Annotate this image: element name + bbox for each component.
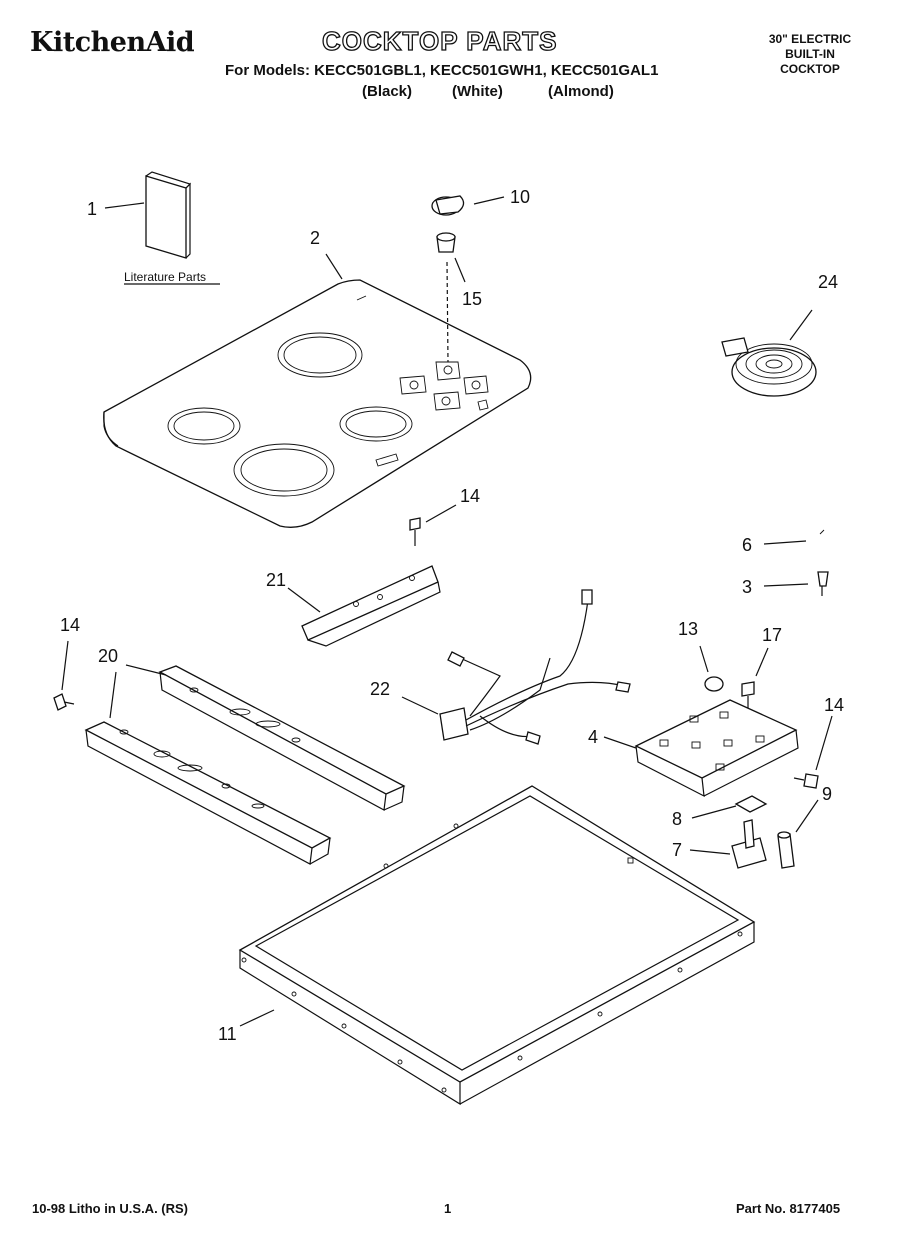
radiant-surface-element (721, 337, 817, 397)
leader-14c (815, 715, 833, 771)
screw-top (409, 517, 421, 546)
callout-2: 2 (310, 228, 320, 248)
leader-14b (61, 640, 69, 691)
leader-15 (454, 257, 466, 283)
callout-6: 6 (742, 535, 752, 555)
screw-part-17 (741, 681, 755, 708)
page-title: COCKTOP PARTS (321, 25, 558, 56)
literature-parts-label: Literature Parts (124, 270, 206, 284)
callout-1: 1 (87, 199, 97, 219)
leader-21 (287, 587, 321, 613)
switch-knob-insert (704, 676, 724, 692)
callout-20: 20 (98, 646, 118, 666)
callout-11: 11 (218, 1024, 237, 1044)
callout-21: 21 (266, 570, 286, 590)
leader-24 (789, 309, 813, 341)
side-rail-upper (158, 665, 406, 811)
switch-plate (734, 795, 768, 813)
product-line-2: BUILT-IN (785, 47, 835, 61)
screw-left (53, 693, 75, 711)
cooktop-glass (103, 279, 532, 528)
leader-10 (473, 196, 505, 205)
screw-part-3 (817, 571, 829, 596)
callout-4: 4 (588, 727, 598, 747)
leader-13 (699, 645, 709, 673)
burner-front (233, 443, 335, 497)
product-line-1: 30" ELECTRIC (768, 32, 852, 46)
footer-page-number: 1 (444, 1201, 452, 1216)
footer-part-number: Part No. 8177405 (736, 1201, 841, 1216)
cooktop-logo-plate (375, 453, 399, 467)
callout-10: 10 (510, 187, 530, 207)
callout-8: 8 (672, 809, 682, 829)
burner-rear-left (277, 332, 363, 378)
callout-22: 22 (370, 679, 390, 699)
leader-14a (425, 504, 457, 523)
callout-3: 3 (742, 577, 752, 597)
leader-8 (691, 805, 737, 819)
leader-2 (325, 253, 343, 280)
burner-front-left (167, 407, 241, 445)
screw-right (793, 773, 819, 789)
assembly-line-15 (446, 261, 449, 363)
side-rail-lower (84, 721, 332, 865)
leader-7 (689, 849, 731, 855)
models-line: For Models: KECC501GBL1, KECC501GWH1, KE… (225, 62, 659, 79)
callout-14a: 14 (460, 486, 480, 506)
callout-24: 24 (818, 272, 838, 292)
leader-3 (763, 583, 809, 587)
leader-6 (763, 540, 807, 545)
leader-20a (125, 664, 167, 676)
leader-11 (239, 1009, 275, 1027)
callout-9: 9 (822, 784, 832, 804)
leader-1 (104, 202, 145, 209)
callout-17: 17 (762, 625, 782, 645)
wire-harness (439, 589, 631, 745)
footer-print-info: 10-98 Litho in U.S.A. (RS) (32, 1201, 189, 1216)
leader-9 (795, 799, 819, 833)
infinite-switch (731, 819, 767, 869)
variant-almond: (Almond) (548, 83, 614, 100)
leader-4 (603, 736, 637, 749)
leader-20b (109, 671, 117, 719)
control-knob-cutouts (399, 361, 489, 411)
product-description: 30" ELECTRIC BUILT-IN COCKTOP (760, 32, 860, 77)
burner-right (339, 406, 413, 442)
control-knob (431, 195, 465, 216)
literature-booklet (145, 171, 192, 259)
knob-bumper (436, 232, 456, 253)
switch-bracket (634, 699, 799, 798)
callout-15: 15 (462, 289, 482, 309)
product-line-3: COCKTOP (780, 62, 840, 76)
terminal-sleeve (777, 831, 795, 869)
callout-14b: 14 (60, 615, 80, 635)
leader-17 (755, 647, 769, 677)
callout-7: 7 (672, 840, 682, 860)
brand-logo: KitchenAid (30, 27, 195, 58)
mounting-bracket-21 (301, 565, 441, 647)
callout-13: 13 (678, 619, 698, 639)
callout-14c: 14 (824, 695, 844, 715)
variant-black: (Black) (362, 83, 413, 100)
leader-22 (401, 696, 439, 715)
variant-white: (White) (452, 83, 503, 100)
clip-part (819, 529, 825, 535)
burner-box (238, 785, 756, 1106)
